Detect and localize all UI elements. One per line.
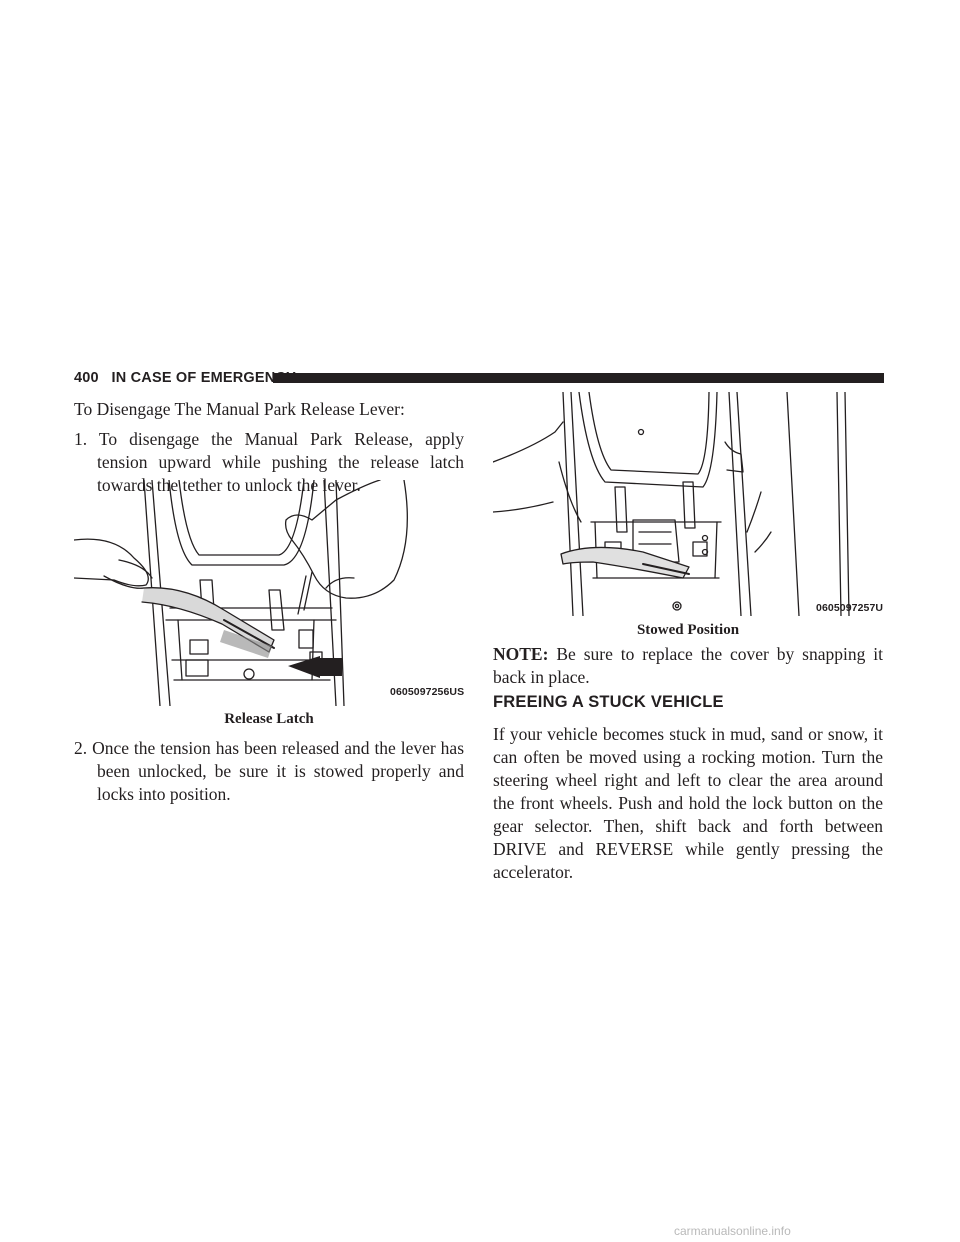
figure-release-latch: 0605097256US [74,480,464,706]
watermark: carmanualsonline.info [674,1224,791,1238]
figure-caption: Stowed Position [636,622,740,638]
step-1: 1. To disengage the Manual Park Release,… [74,428,464,497]
note: NOTE: Be sure to replace the cover by sn… [493,643,883,689]
stowed-position-illustration [493,392,850,616]
figure-stowed-position: 0605097257US [493,392,883,616]
figure-id: 0605097257US [816,602,883,614]
header-rule [273,373,884,383]
release-latch-illustration [74,480,408,706]
figure-caption: Release Latch [224,711,314,727]
section-heading: FREEING A STUCK VEHICLE [493,693,724,711]
body-paragraph: If your vehicle becomes stuck in mud, sa… [493,724,883,882]
page-header: 400 IN CASE OF EMERGENCY [74,369,884,387]
step-2: 2. Once the tension has been released an… [74,737,464,806]
note-label: NOTE: [493,644,549,664]
step-2-text: 2. Once the tension has been released an… [74,738,464,804]
section-title: IN CASE OF EMERGENCY [111,370,296,386]
header-text: 400 IN CASE OF EMERGENCY [74,370,296,386]
page-number: 400 [74,370,99,386]
step-1-text: 1. To disengage the Manual Park Release,… [74,429,464,495]
figure-id: 0605097256US [390,686,464,698]
intro-text: To Disengage The Manual Park Release Lev… [74,399,405,419]
note-text: Be sure to replace the cover by snapping… [493,644,884,687]
